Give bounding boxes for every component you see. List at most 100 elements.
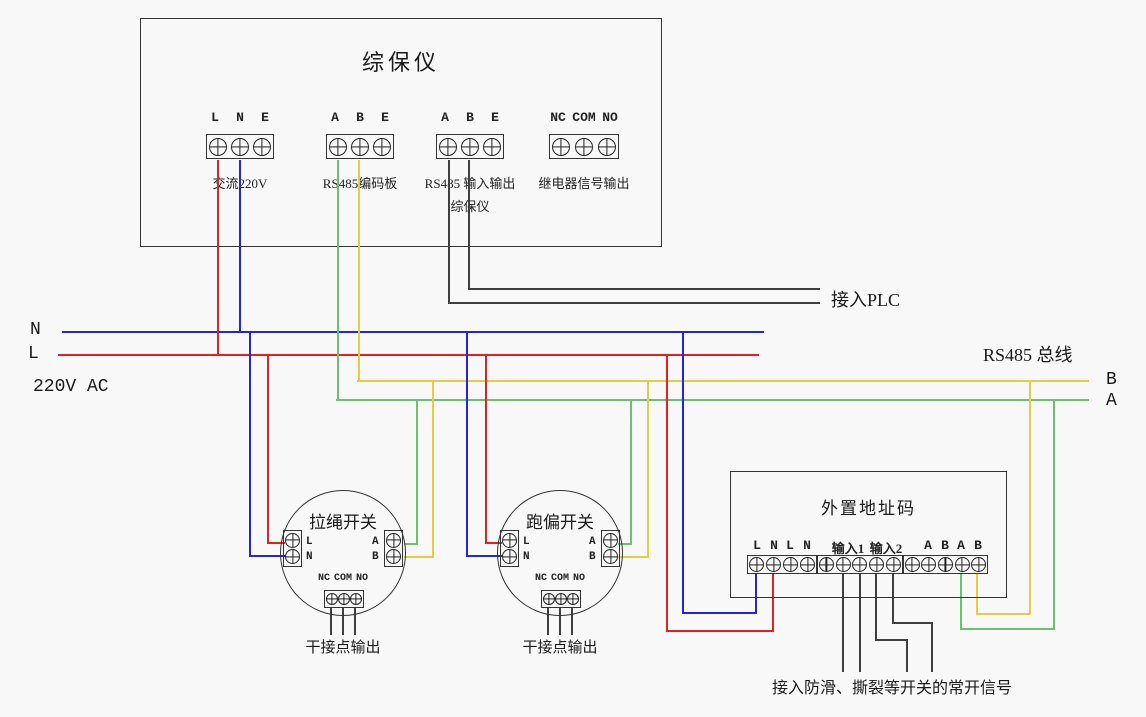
switch-label-n: N (523, 551, 530, 563)
terminal-screw-icon (253, 137, 271, 156)
terminal-label: L (211, 110, 219, 125)
wire-l-drop (217, 160, 219, 355)
terminal-screw-icon (502, 532, 517, 548)
addr-label-input2: 输入2 (869, 541, 903, 556)
relay-label-no: NO (573, 573, 586, 584)
wire-sw2-b-in (618, 556, 649, 558)
terminal-screw-icon (869, 557, 885, 572)
terminal-screw-icon (329, 137, 347, 156)
address-bus-terminals (903, 555, 988, 574)
terminal-strip (436, 134, 504, 159)
terminal-screw-icon (766, 557, 781, 572)
terminal-block-rs485-encoder: A B E RS485编码板 (323, 110, 397, 192)
relay-label-no: NO (356, 573, 369, 584)
wire-input2-b-jog (892, 622, 933, 624)
wire-sw1-relay-no (354, 607, 356, 635)
bus-rs485-a-wire (336, 399, 1089, 401)
wire-addr-b-up (976, 574, 978, 615)
terminal-screw-icon (598, 137, 616, 156)
terminal-screw-icon (971, 557, 987, 572)
wire-addr-b-run (977, 613, 1031, 615)
wire-sw2-l-in (485, 542, 502, 544)
wire-input1-a (842, 574, 844, 672)
wire-sw1-b-in (404, 556, 434, 558)
addr-label-l2: L (786, 538, 794, 553)
terminal-screw-icon (231, 137, 249, 156)
address-box-title: 外置地址码 (821, 499, 916, 518)
bus-label-n: N (30, 320, 41, 340)
relay-labels: NC COM NO (318, 573, 368, 584)
relay-label-com: COM (550, 573, 570, 584)
relay-terminals (541, 590, 581, 608)
wire-encoder-b-drop (358, 160, 360, 381)
main-unit-box: 综保仪 (140, 18, 662, 247)
terminal-labels: A B E (436, 110, 504, 126)
terminal-screw-icon (835, 557, 851, 572)
wire-sw1-b-drop (432, 380, 434, 558)
wire-addr-l-up (772, 574, 774, 632)
terminal-strip (549, 134, 619, 159)
bus-label-a: A (1106, 391, 1117, 411)
relay-label-nc: NC (534, 573, 547, 584)
terminal-screw-icon (386, 549, 401, 565)
terminal-screw-icon (800, 557, 815, 572)
bus-label-l: L (28, 344, 39, 364)
terminal-screw-icon (575, 137, 593, 156)
relay-terminals (324, 590, 364, 608)
terminal-screw-icon (209, 137, 227, 156)
terminal-screw-icon (543, 593, 555, 605)
switch-label-a: A (372, 536, 379, 548)
terminal-screw-icon (603, 532, 618, 548)
wire-addr-l-drop (666, 354, 668, 632)
addr-label-b2: B (974, 538, 982, 553)
wire-sw1-n-drop (249, 331, 251, 557)
terminal-screw-icon (937, 557, 953, 572)
terminal-screw-icon (555, 593, 567, 605)
terminal-label: NC (550, 110, 566, 125)
switch-label-l: L (523, 536, 530, 548)
terminal-screw-icon (921, 557, 937, 572)
terminal-block-power: L N E 交流220V (206, 110, 274, 192)
switch-title: 拉绳开关 (309, 513, 377, 532)
addr-label-n2: N (803, 538, 811, 553)
terminal-screw-icon (567, 593, 579, 605)
terminal-label: NO (602, 110, 618, 125)
belt-deviation-switch: 跑偏开关 L N A B NC COM NO 干接点输出 (497, 490, 623, 656)
wire-plc-a (448, 302, 820, 304)
bus-rs485-b-wire (357, 380, 1089, 382)
wire-sw1-a-in (404, 543, 418, 545)
wire-sw2-relay-nc (547, 607, 549, 635)
wire-n-drop (239, 160, 241, 332)
wire-sw1-l-in (267, 542, 285, 544)
pull-rope-switch: 拉绳开关 L N A B NC COM NO 干接点输出 (280, 490, 406, 656)
bus-l-wire (58, 354, 759, 356)
terminal-screw-icon (461, 137, 479, 156)
terminal-screw-icon (552, 137, 570, 156)
wire-sw2-n-in (466, 555, 502, 557)
switch-label-b: B (372, 551, 379, 563)
switch-bus-terminals (601, 530, 620, 567)
relay-label-nc: NC (317, 573, 330, 584)
addr-label-a1: A (924, 538, 932, 553)
switch-caption: 干接点输出 (305, 640, 381, 656)
address-terminal-groups (747, 555, 988, 574)
bus-label-rs485: RS485 总线 (983, 345, 1073, 365)
wire-io-b-drop (468, 160, 470, 289)
wire-input2-b-end (931, 622, 933, 672)
relay-labels: NC COM NO (535, 573, 585, 584)
terminal-caption: RS485 输入输出 (424, 176, 516, 191)
wire-input1-b (859, 574, 861, 672)
wire-addr-n-run (682, 612, 757, 614)
terminal-screw-icon (326, 593, 338, 605)
bus-n-wire (62, 331, 764, 333)
wire-sw2-b-drop (647, 380, 649, 558)
terminal-screw-icon (350, 593, 362, 605)
terminal-label: A (441, 110, 449, 125)
address-power-terminals (747, 555, 817, 574)
switch-circle (280, 490, 406, 616)
switch-label-n: N (306, 551, 313, 563)
switch-label-b: B (589, 551, 596, 563)
wire-io-a-drop (448, 160, 450, 303)
terminal-screw-icon (483, 137, 501, 156)
main-unit-title: 综保仪 (361, 50, 441, 75)
